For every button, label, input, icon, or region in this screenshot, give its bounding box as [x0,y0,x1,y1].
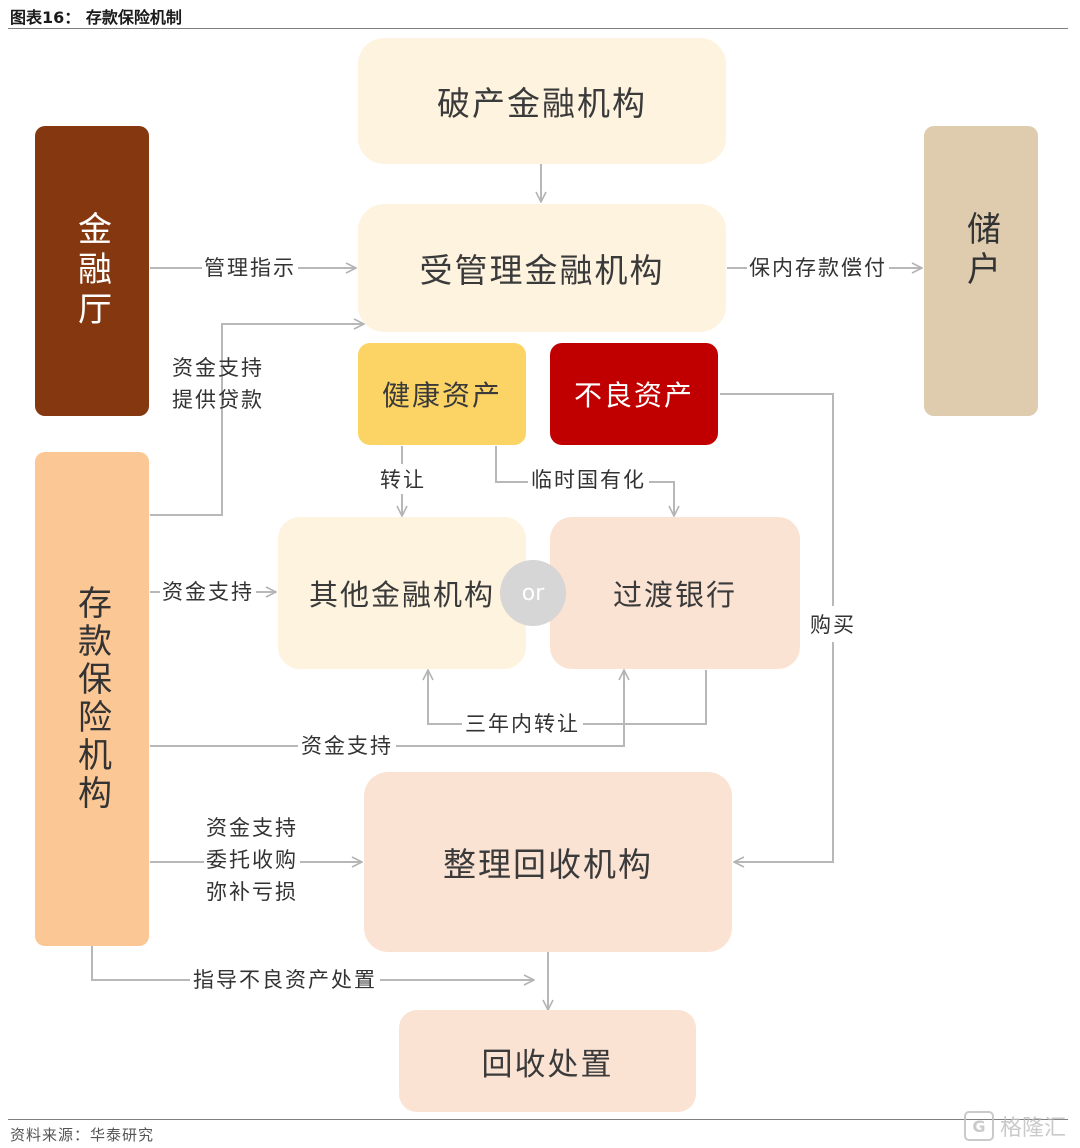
node-healthy-assets: 健康资产 [358,343,526,445]
label-guide-disposal: 指导不良资产处置 [190,964,380,994]
node-bridge-bank: 过渡银行 [550,517,800,669]
node-dic-label: 存款保险机构 [71,585,112,813]
label-transfer: 转让 [377,464,429,494]
arrow-dic-to-recovery [91,946,534,980]
footer-divider [8,1119,1068,1120]
label-temp-nationalize: 临时国有化 [528,464,649,494]
or-label: or [521,580,545,606]
node-bankrupt-fi: 破产金融机构 [358,38,726,164]
node-fsa: 金融厅 [35,126,149,416]
node-bankrupt-fi-label: 破产金融机构 [437,84,647,123]
or-circle: or [500,560,566,626]
label-fund-support-1: 资金支持 [160,576,256,606]
label-mgmt-instruction: 管理指示 [202,252,298,282]
node-rcc-label: 整理回收机构 [443,845,653,884]
node-managed-fi-label: 受管理金融机构 [419,251,665,290]
label-fund-support-loan: 资金支持 提供贷款 [172,356,264,412]
node-other-fi-label: 其他金融机构 [308,578,495,612]
node-bad-assets-label: 不良资产 [573,379,694,412]
source-note: 资料来源：华泰研究 [10,1126,155,1144]
label-transfer-3yr: 三年内转让 [462,708,583,738]
label-fund-support-2: 资金支持 [298,730,396,760]
node-dic: 存款保险机构 [35,452,149,946]
label-purchase: 购买 [808,606,858,642]
node-healthy-assets-label: 健康资产 [381,379,502,412]
watermark: G 格隆汇 [963,1110,1066,1142]
label-deposit-payout: 保内存款偿付 [747,252,889,282]
node-recovery-label: 回收处置 [481,1046,614,1083]
node-depositor-label: 储户 [960,211,1001,291]
node-fsa-label: 金融厅 [71,211,112,331]
node-rcc: 整理回收机构 [364,772,732,952]
node-bad-assets: 不良资产 [550,343,718,445]
node-managed-fi: 受管理金融机构 [358,204,726,332]
node-depositor: 储户 [924,126,1038,416]
node-recovery: 回收处置 [399,1010,696,1112]
node-bridge-bank-label: 过渡银行 [612,578,737,612]
figure-title: 图表16： 存款保险机制 [10,8,182,27]
watermark-logo-icon: G [963,1111,994,1141]
node-other-fi: 其他金融机构 [278,517,526,669]
arrow-dic-to-managed [150,324,364,516]
watermark-text: 格隆汇 [999,1116,1066,1141]
label-rcc-support: 资金支持 委托收购 弥补亏损 [204,812,300,908]
header-divider [8,28,1068,29]
